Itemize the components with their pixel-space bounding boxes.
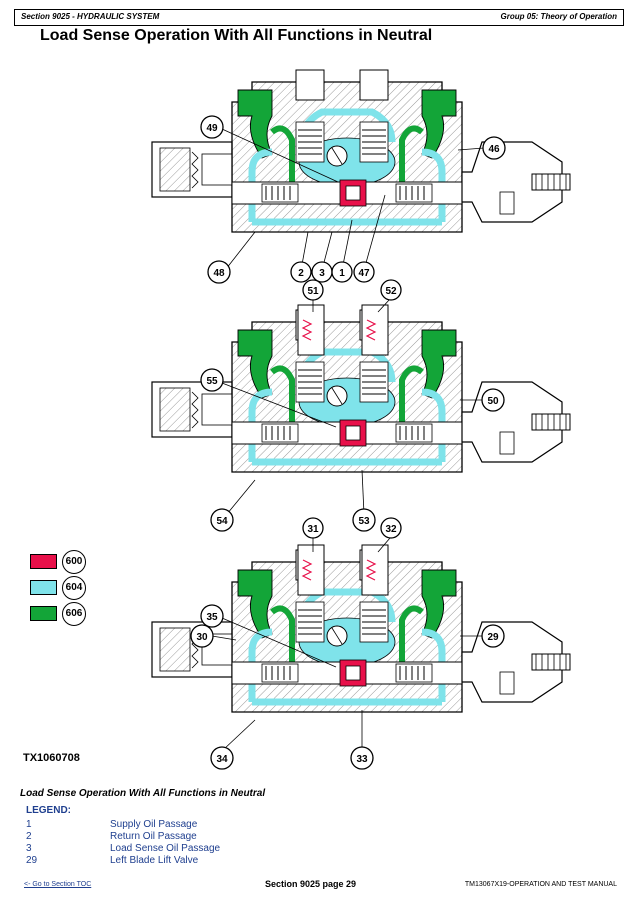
swatch-green (30, 606, 57, 621)
svg-text:50: 50 (487, 396, 499, 407)
color-key-row: 606 (30, 602, 90, 626)
figure-id: TX1060708 (23, 752, 80, 764)
legend-item: 2 Return Oil Passage (26, 831, 326, 843)
svg-text:30: 30 (196, 632, 208, 643)
callout-49: 49 (200, 115, 224, 139)
legend-number: 2 (26, 831, 32, 842)
svg-text:32: 32 (385, 524, 397, 535)
legend-heading: LEGEND: (26, 805, 71, 816)
swatch-number: 600 (62, 550, 86, 574)
svg-text:47: 47 (358, 268, 370, 279)
svg-text:3: 3 (319, 268, 325, 279)
legend-text: Left Blade Lift Valve (110, 855, 199, 866)
page-title: Load Sense Operation With All Functions … (40, 27, 433, 44)
callout-55: 55 (200, 368, 224, 392)
svg-text:51: 51 (307, 286, 319, 297)
svg-text:48: 48 (213, 268, 225, 279)
svg-text:54: 54 (216, 516, 228, 527)
svg-text:35: 35 (206, 612, 218, 623)
callout-31: 31 (302, 517, 324, 539)
legend-text: Supply Oil Passage (110, 819, 198, 830)
svg-text:29: 29 (487, 632, 499, 643)
callout-32: 32 (380, 517, 402, 539)
legend-item: 1 Supply Oil Passage (26, 819, 326, 831)
callout-3: 3 (311, 261, 333, 283)
svg-text:49: 49 (206, 123, 218, 134)
callouts-middle: 51 52 55 50 54 53 (200, 279, 505, 532)
section-label: Section 9025 - HYDRAULIC SYSTEM (21, 12, 160, 21)
callout-54: 54 (210, 508, 234, 532)
legend-number: 29 (26, 855, 38, 866)
svg-text:52: 52 (385, 286, 397, 297)
svg-text:2: 2 (298, 268, 304, 279)
legend-item: 3 Load Sense Oil Passage (26, 843, 326, 855)
callout-34: 34 (210, 746, 234, 770)
figure-caption: Load Sense Operation With All Functions … (20, 788, 266, 799)
legend-text: Load Sense Oil Passage (110, 843, 221, 854)
callout-46: 46 (482, 136, 506, 160)
page-number: Section 9025 page 29 (265, 879, 357, 889)
callout-47: 47 (353, 261, 375, 283)
legend-list: 1 Supply Oil Passage 2 Return Oil Passag… (26, 819, 326, 867)
callout-53: 53 (352, 508, 376, 532)
callout-50: 50 (481, 388, 505, 412)
callout-35: 35 (200, 604, 224, 628)
callout-1: 1 (331, 261, 353, 283)
swatch-number: 604 (62, 576, 86, 600)
color-key-row: 600 (30, 550, 90, 574)
svg-text:1: 1 (339, 268, 345, 279)
group-label: Group 05: Theory of Operation (500, 12, 617, 21)
valve-section-top (152, 70, 570, 232)
color-key-row: 604 (30, 576, 90, 600)
svg-text:55: 55 (206, 376, 218, 387)
callout-33: 33 (350, 746, 374, 770)
callout-51: 51 (302, 279, 324, 301)
valve-section-bottom (152, 550, 570, 712)
svg-text:46: 46 (488, 144, 500, 155)
manual-id: TM13067X19-OPERATION AND TEST MANUAL (464, 881, 617, 888)
svg-text:33: 33 (356, 754, 368, 765)
callout-2: 2 (290, 261, 312, 283)
callout-30: 30 (190, 624, 214, 648)
svg-text:31: 31 (307, 524, 319, 535)
legend-number: 3 (26, 843, 32, 854)
page-header: Section 9025 - HYDRAULIC SYSTEM Group 05… (14, 9, 624, 26)
callouts-bottom: 31 32 35 30 29 34 33 (190, 517, 505, 770)
legend-number: 1 (26, 819, 32, 830)
swatch-red (30, 554, 57, 569)
callout-29: 29 (481, 624, 505, 648)
svg-text:53: 53 (358, 516, 370, 527)
callouts-top: 49 46 48 2 3 1 47 (200, 115, 506, 284)
legend-item: 29 Left Blade Lift Valve (26, 855, 326, 867)
swatch-number: 606 (62, 602, 86, 626)
svg-text:34: 34 (216, 754, 228, 765)
legend-text: Return Oil Passage (110, 831, 197, 842)
callout-48: 48 (207, 260, 231, 284)
section-toc-link[interactable]: <- Go to Section TOC (24, 881, 92, 888)
callout-52: 52 (380, 279, 402, 301)
swatch-cyan (30, 580, 57, 595)
